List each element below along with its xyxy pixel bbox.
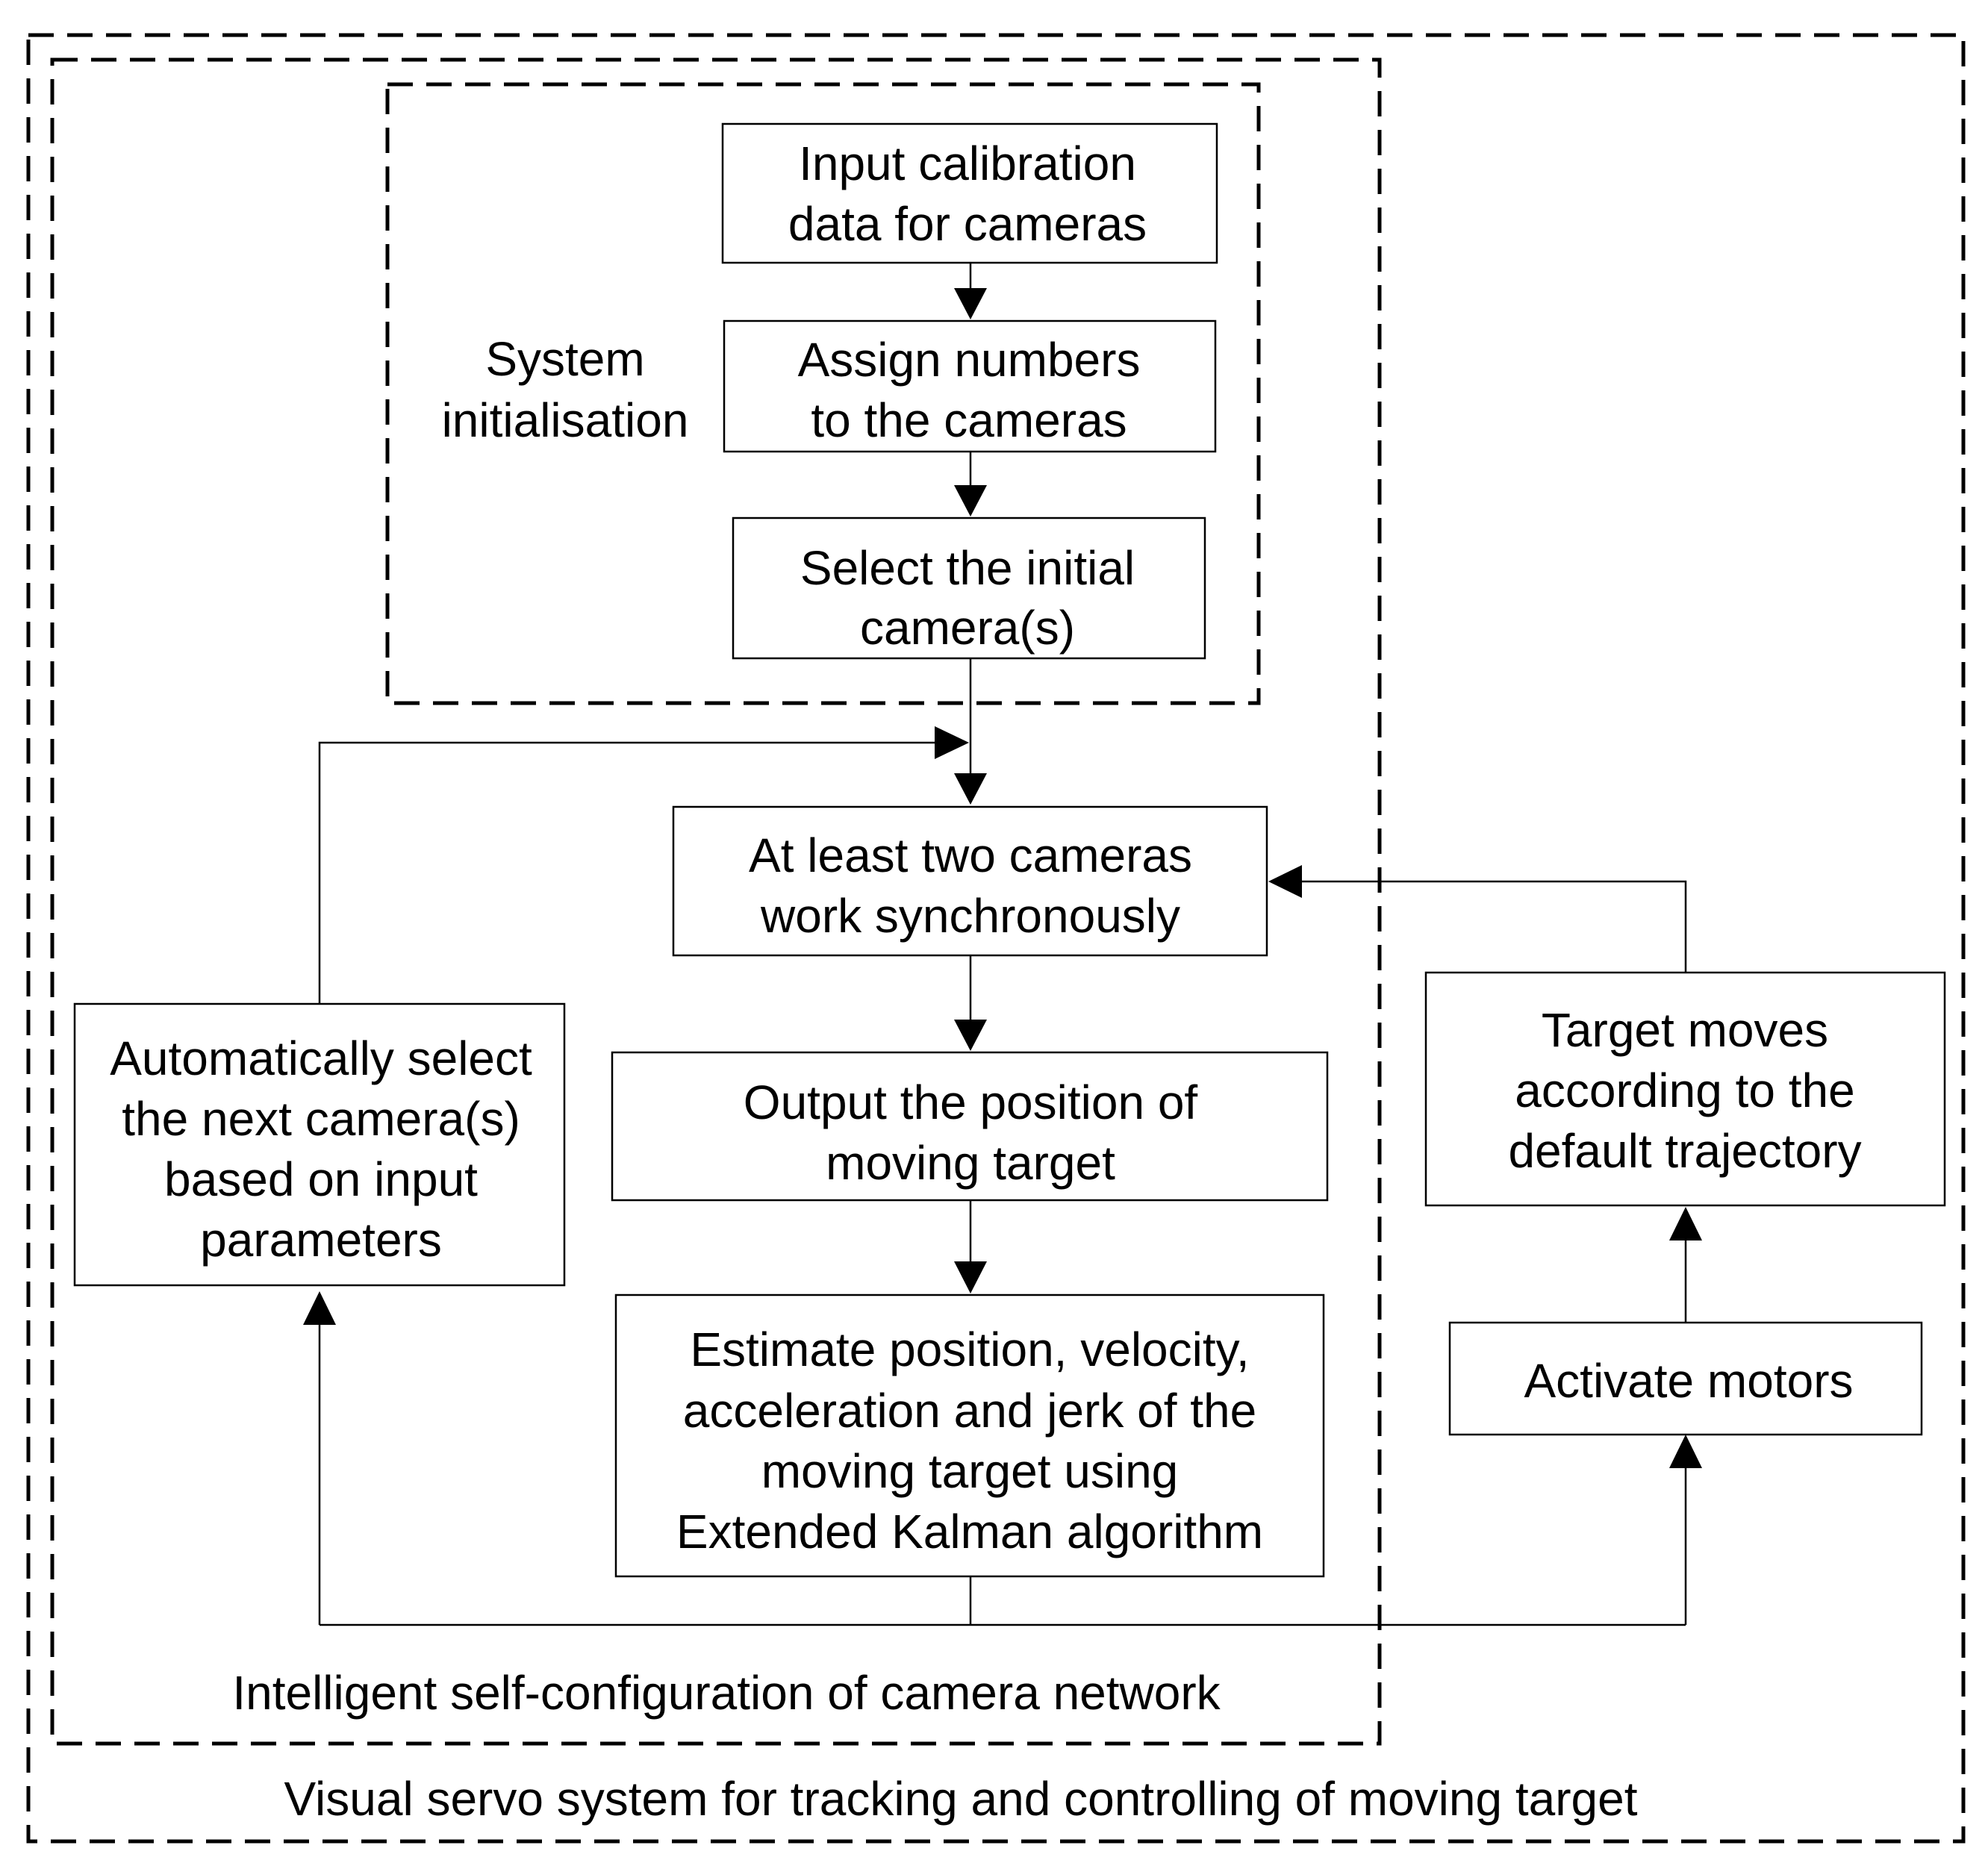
init-region-label-line-1: System <box>485 332 644 386</box>
auto-select-line-3: based on input <box>164 1152 478 1206</box>
arrowhead-to-target-moves <box>1669 1207 1702 1240</box>
activate-motors-line-1: Activate motors <box>1524 1354 1853 1408</box>
connector-target-to-sync <box>1297 880 1687 973</box>
arrowhead-target-to-sync <box>1268 865 1302 898</box>
estimate-line-3: moving target using <box>761 1444 1179 1498</box>
input-calibration-line-1: Input calibration <box>799 137 1136 190</box>
connectors <box>303 263 1702 1626</box>
node-activate-motors: Activate motors <box>1448 1321 1923 1436</box>
arrowhead-to-motors <box>1669 1435 1702 1468</box>
arrowhead-to-output <box>954 1020 987 1051</box>
target-moves-line-1: Target moves <box>1542 1003 1828 1057</box>
estimate-line-4: Extended Kalman algorithm <box>676 1505 1263 1558</box>
node-auto-select: Automatically select the next camera(s) … <box>73 1002 566 1287</box>
output-position-line-1: Output the position of <box>744 1076 1198 1129</box>
output-position-line-2: moving target <box>826 1136 1115 1190</box>
connector-auto-select-feedback <box>318 741 939 1004</box>
network-region-label: Intelligent self-configuration of camera… <box>232 1666 1221 1720</box>
outer-region-label: Visual servo system for tracking and con… <box>284 1772 1638 1826</box>
estimate-line-2: acceleration and jerk of the <box>683 1384 1256 1438</box>
input-calibration-line-2: data for cameras <box>788 197 1147 251</box>
select-initial-line-2: camera(s) <box>860 601 1075 655</box>
node-target-moves: Target moves according to the default tr… <box>1424 971 1946 1207</box>
sync-cameras-line-2: work synchronously <box>760 889 1180 943</box>
select-initial-line-1: Select the initial <box>800 541 1135 595</box>
init-region-border <box>385 82 1261 705</box>
target-moves-line-3: default trajectory <box>1508 1124 1861 1178</box>
auto-select-line-1: Automatically select <box>110 1032 532 1085</box>
sync-cameras-line-1: At least two cameras <box>749 828 1192 882</box>
init-region-label-line-2: initialisation <box>442 393 689 447</box>
auto-select-line-4: parameters <box>200 1213 442 1267</box>
estimate-line-1: Estimate position, velocity, <box>690 1323 1249 1376</box>
arrowhead-to-sync <box>954 773 987 805</box>
node-sync-cameras: At least two cameras work synchronously <box>672 805 1268 957</box>
assign-numbers-line-2: to the cameras <box>811 393 1127 447</box>
node-output-position: Output the position of moving target <box>611 1051 1329 1202</box>
node-estimate: Estimate position, velocity, acceleratio… <box>614 1293 1325 1578</box>
arrowhead-to-assign <box>954 288 987 319</box>
arrowhead-feedback-merge <box>935 726 969 759</box>
node-assign-numbers: Assign numbers to the cameras <box>723 319 1217 453</box>
arrowhead-to-select <box>954 485 987 517</box>
node-input-calibration: Input calibration data for cameras <box>721 122 1218 264</box>
outer-region-border <box>26 33 1966 1844</box>
arrowhead-to-estimate <box>954 1261 987 1293</box>
target-moves-line-2: according to the <box>1515 1064 1854 1117</box>
network-region-border <box>50 57 1382 1746</box>
node-select-initial: Select the initial camera(s) <box>732 517 1206 660</box>
arrowhead-to-auto-select <box>303 1291 336 1325</box>
assign-numbers-line-1: Assign numbers <box>798 333 1141 387</box>
auto-select-line-2: the next camera(s) <box>122 1092 520 1146</box>
